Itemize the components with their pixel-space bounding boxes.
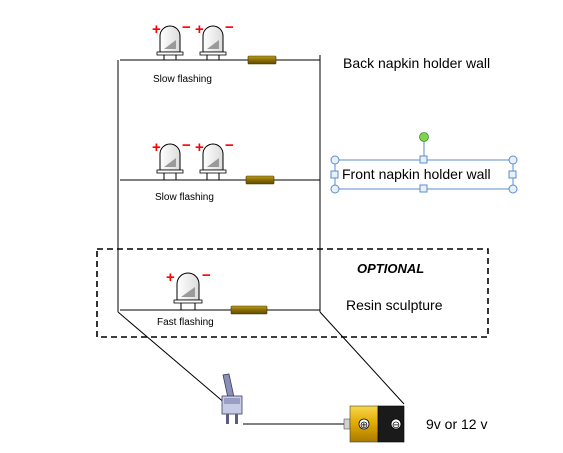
resize-handle[interactable] [330, 155, 340, 165]
row-3-caption: Fast flashing [157, 317, 214, 328]
resize-handle[interactable] [419, 155, 428, 164]
led-row1-a [156, 25, 184, 60]
plus-marker: + [152, 21, 161, 38]
battery-wire [319, 311, 405, 405]
battery-icon: ⊕ ⊖ [343, 405, 405, 443]
battery-label: 9v or 12 v [426, 416, 488, 432]
plus-marker: + [152, 139, 161, 156]
resistor-2 [245, 175, 275, 185]
resize-handle[interactable] [330, 170, 339, 179]
battery-negative-symbol: ⊖ [392, 420, 400, 431]
resize-handle[interactable] [330, 184, 340, 194]
row-2-target: Front napkin holder wall [342, 166, 491, 182]
minus-marker: − [225, 19, 234, 36]
optional-box [96, 248, 489, 338]
optional-label: OPTIONAL [357, 261, 425, 276]
led-row2-b [199, 143, 227, 180]
row-1-target: Back napkin holder wall [343, 55, 491, 71]
battery-positive-symbol: ⊕ [360, 420, 368, 431]
resize-handle[interactable] [508, 184, 518, 194]
switch-wire [117, 311, 227, 405]
row-3-target: Resin sculpture [346, 297, 443, 313]
resize-handle[interactable] [419, 184, 428, 193]
led-row3 [173, 272, 203, 310]
resize-handle[interactable] [508, 155, 518, 165]
minus-marker: − [202, 267, 211, 284]
plus-marker: + [195, 139, 204, 156]
plus-marker: + [166, 269, 175, 286]
rotate-handle[interactable] [419, 132, 429, 142]
selected-text-box[interactable] [330, 132, 518, 194]
row-1-caption: Slow flashing [153, 74, 212, 85]
resistor-1 [247, 55, 277, 65]
resize-handle[interactable] [508, 170, 517, 179]
row-2-caption: Slow flashing [155, 192, 214, 203]
minus-marker: − [182, 19, 191, 36]
led-row1-b [199, 25, 227, 60]
minus-marker: − [182, 137, 191, 154]
plus-marker: + [195, 21, 204, 38]
resistor-3 [230, 305, 268, 315]
toggle-switch[interactable] [221, 373, 243, 424]
led-row2-a [156, 143, 184, 180]
minus-marker: − [225, 137, 234, 154]
